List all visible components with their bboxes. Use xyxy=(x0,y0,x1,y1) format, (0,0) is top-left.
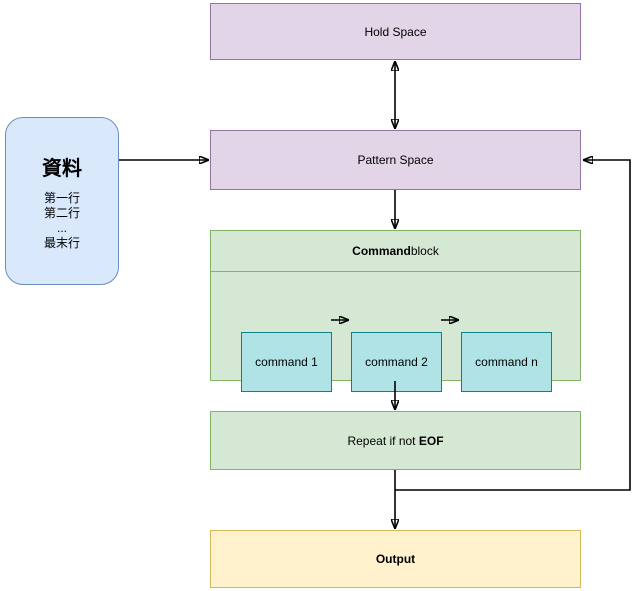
data-title: 資料 xyxy=(42,157,82,180)
node-command-1: command 1 xyxy=(241,332,332,392)
data-line-1: 第一行 xyxy=(43,190,80,205)
data-line-ellipsis: ... xyxy=(56,220,67,235)
repeat-label: Repeat if not EOF xyxy=(347,434,443,448)
output-label: Output xyxy=(375,552,416,566)
node-hold-space: Hold Space xyxy=(210,3,581,60)
node-command-2: command 2 xyxy=(351,332,442,392)
command-block-header: Command block xyxy=(211,231,580,272)
data-line-2: 第二行 xyxy=(43,205,80,220)
data-line-last: 最末行 xyxy=(43,235,80,250)
command-block-title-rest: block xyxy=(410,244,439,258)
hold-space-label: Hold Space xyxy=(364,24,427,39)
command-1-label: command 1 xyxy=(255,355,318,369)
pattern-space-label: Pattern Space xyxy=(357,153,434,167)
command-n-label: command n xyxy=(475,355,538,369)
node-repeat-if-not-eof: Repeat if not EOF xyxy=(210,411,581,470)
command-block-body: command 1 command 2 command n xyxy=(211,272,580,392)
node-command-block: Command block command 1 command 2 comman… xyxy=(210,230,581,392)
node-command-n: command n xyxy=(461,332,552,392)
node-pattern-space: Pattern Space xyxy=(210,130,581,190)
command-block-title-bold: Command xyxy=(352,244,411,258)
repeat-label-bold: EOF xyxy=(418,433,444,448)
node-data: 資料 第一行 第二行 ... 最末行 xyxy=(5,117,119,285)
node-output: Output xyxy=(210,530,581,588)
command-2-label: command 2 xyxy=(365,355,428,369)
repeat-label-text: Repeat if not xyxy=(347,433,419,448)
